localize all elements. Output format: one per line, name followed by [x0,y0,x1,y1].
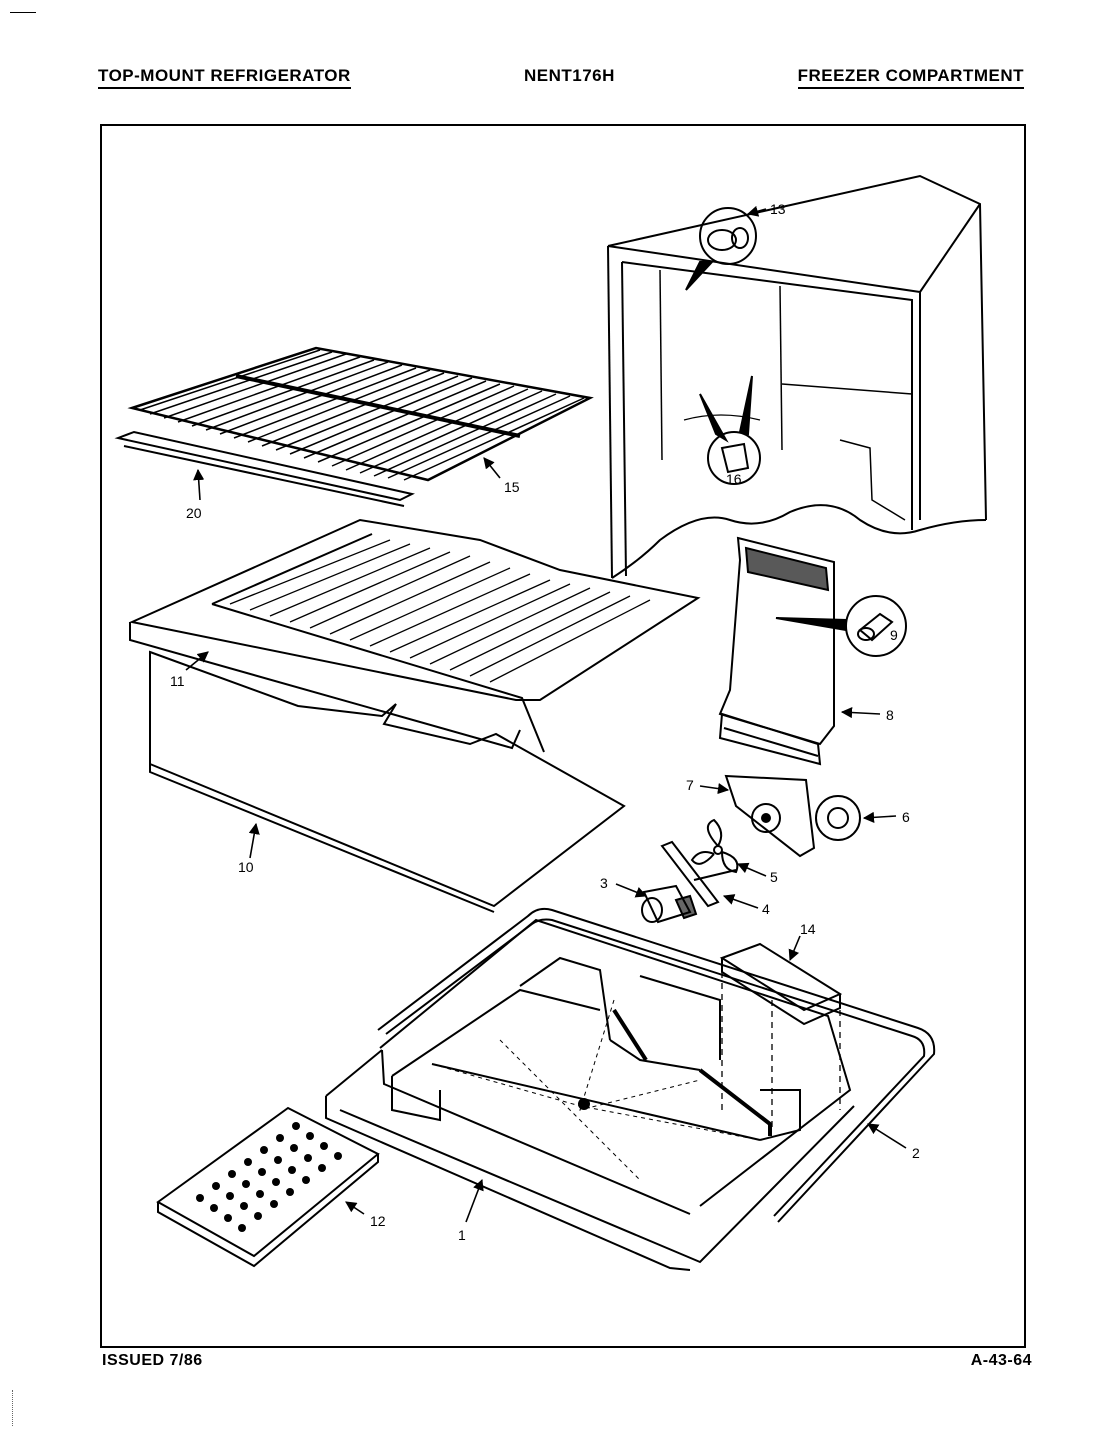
part-1-freezer-floor [325,918,855,1271]
part-5-fan-blade [690,818,739,874]
part-11-freezer-shelf [128,518,701,753]
header-product-type: TOP-MOUNT REFRIGERATOR [98,66,351,89]
callout-4: 4 [762,901,770,917]
part-10-cover-panel [149,650,626,913]
callout-16: 16 [726,471,742,487]
callout-15: 15 [504,479,520,495]
part-7-fan-bracket [724,774,816,858]
footer-drawing-code: A-43-64 [970,1352,1032,1369]
callout-1: 1 [458,1227,466,1243]
header-section-name: FREEZER COMPARTMENT [797,66,1024,89]
callout-13: 13 [770,201,786,217]
part-15-wire-shelf [127,346,594,482]
footer-issued-date: ISSUED 7/86 [102,1352,203,1369]
part-2-trim-strip [377,907,936,1223]
header-model-number: NENT176H [524,66,615,85]
callout-labels: 1 2 3 4 5 6 7 8 9 10 11 12 13 14 15 16 2… [170,201,920,1243]
callout-12: 12 [370,1213,386,1229]
part-13-bushing-detail [685,207,757,291]
part-9-screw-detail [775,595,907,657]
callout-9: 9 [890,627,898,643]
callout-6: 6 [902,809,910,825]
part-4-motor-bracket [660,840,737,908]
part-8-evaporator-cover [718,536,835,766]
part-12-ice-tray [156,1106,380,1268]
part-6-grommet-detail [815,795,861,841]
callout-14: 14 [800,921,816,937]
callout-leaders [185,205,907,1223]
callout-8: 8 [886,707,894,723]
callout-2: 2 [912,1145,920,1161]
diagram-frame [100,124,1026,1348]
part-16-hinge-detail [699,375,761,485]
callout-11: 11 [170,673,185,689]
freezer-cabinet [607,174,987,579]
part-20-shelf-support [114,430,415,507]
callout-5: 5 [770,869,778,885]
callout-7: 7 [686,777,694,793]
callout-3: 3 [600,875,608,891]
callout-20: 20 [186,505,202,521]
corner-mark [10,12,36,13]
margin-mark [12,1390,13,1426]
callout-10: 10 [238,859,254,875]
part-3-fan-motor [641,884,698,924]
